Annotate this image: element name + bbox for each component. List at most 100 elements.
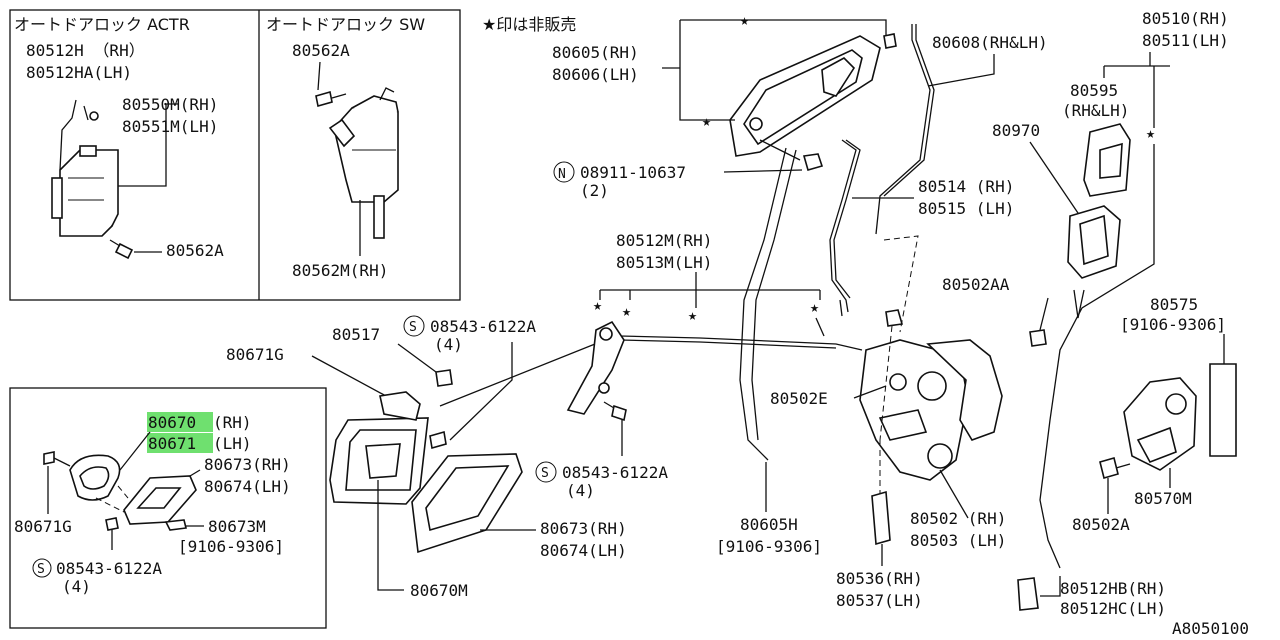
label-80970[interactable]: 80970 <box>992 121 1040 140</box>
s-circle-icon <box>32 558 52 578</box>
leader-80502aa <box>1039 297 1049 331</box>
label-80503[interactable]: 80503 (LH) <box>910 531 1006 550</box>
star-6: ★ <box>810 298 819 316</box>
label-80512m[interactable]: 80512M(RH) <box>616 231 712 250</box>
striker-icon <box>1123 377 1197 471</box>
screw-icon <box>1099 457 1131 479</box>
label-80674-inset[interactable]: 80674(LH) <box>204 477 291 496</box>
screw-icon <box>109 239 134 260</box>
label-80502aa[interactable]: 80502AA <box>942 275 1010 294</box>
label-80517[interactable]: 80517 <box>332 325 380 344</box>
label-80673-main[interactable]: 80673(RH) <box>540 519 627 538</box>
clip-80502e-icon <box>885 309 904 327</box>
actuator-part-icon <box>51 99 119 237</box>
label-80575[interactable]: 80575 <box>1150 295 1198 314</box>
leader-80671g <box>311 355 387 397</box>
label-80608[interactable]: 80608(RH&LH) <box>932 33 1048 52</box>
leader-nut-b <box>759 139 801 161</box>
label-80551m[interactable]: 80551M(LH) <box>122 117 218 136</box>
switch-part-icon <box>328 87 399 239</box>
label-80570m[interactable]: 80570M <box>1134 489 1192 508</box>
s-circle-icon <box>535 461 557 483</box>
label-screw-b[interactable]: 08543-6122A <box>562 463 668 482</box>
label-80605h[interactable]: 80605H <box>740 515 798 534</box>
label-80671g[interactable]: 80671G <box>226 345 284 364</box>
dash-handle <box>95 485 129 513</box>
s-circle-icon <box>403 315 425 337</box>
label-80673-inset[interactable]: 80673(RH) <box>204 455 291 474</box>
rod-80514 <box>829 139 857 313</box>
star-2: ★ <box>702 112 711 130</box>
label-80670-suffix: (RH) <box>213 413 252 432</box>
rod-inside <box>439 341 601 407</box>
label-80562m[interactable]: 80562M(RH) <box>292 261 388 280</box>
label-80671g-inset[interactable]: 80671G <box>14 517 72 536</box>
leader-handle <box>47 431 204 550</box>
label-80562a-actr[interactable]: 80562A <box>166 241 224 260</box>
inset-frame-handle <box>9 387 327 629</box>
leader-80502e <box>853 385 887 399</box>
label-80562a-sw[interactable]: 80562A <box>292 41 350 60</box>
label-80512ha[interactable]: 80512HA(LH) <box>26 63 132 82</box>
label-qty-inset: (4) <box>62 577 91 596</box>
leader-80512m <box>599 272 821 308</box>
label-80537[interactable]: 80537(LH) <box>836 591 923 610</box>
cable-ends <box>815 299 843 337</box>
label-80670-highlight[interactable]: 80670 <box>148 413 196 432</box>
label-80536[interactable]: 80536(RH) <box>836 569 923 588</box>
leader-80510 <box>1103 52 1170 128</box>
rod-80510-end <box>1073 289 1085 319</box>
label-80605[interactable]: 80605(RH) <box>552 43 639 62</box>
label-80512h[interactable]: 80512H （RH） <box>26 41 145 60</box>
label-80671-highlight[interactable]: 80671 <box>148 434 196 453</box>
label-80511[interactable]: 80511(LH) <box>1142 31 1229 50</box>
screw-icon <box>429 430 447 450</box>
label-80502[interactable]: 80502 (RH) <box>910 509 1006 528</box>
bellcrank-icon <box>566 320 625 415</box>
star-4: ★ <box>622 302 631 320</box>
label-80513m[interactable]: 80513M(LH) <box>616 253 712 272</box>
n-circle-icon <box>553 161 575 183</box>
inset-handle: 80670 (RH) 80671 (LH) 80673(RH) 80674(LH… <box>14 412 291 596</box>
screw-icon <box>315 90 347 108</box>
label-screw-a-qty: (4) <box>434 335 463 354</box>
label-80512hc[interactable]: 80512HC(LH) <box>1060 599 1166 618</box>
label-80670m[interactable]: 80670M <box>410 581 468 600</box>
leader-80670m <box>377 480 404 591</box>
label-80595[interactable]: 80595 <box>1070 81 1118 100</box>
leader-sw <box>317 61 361 256</box>
label-nut[interactable]: 08911-10637 <box>580 163 686 182</box>
label-screw-a[interactable]: 08543-6122A <box>430 317 536 336</box>
label-80514[interactable]: 80514 (RH) <box>918 177 1014 196</box>
leader-80605 <box>662 19 887 121</box>
outside-handle-icon <box>729 33 897 157</box>
label-80515[interactable]: 80515 (LH) <box>918 199 1014 218</box>
inset-frame-top <box>9 9 461 301</box>
label-screw-inset[interactable]: 08543-6122A <box>56 559 162 578</box>
label-80606[interactable]: 80606(LH) <box>552 65 639 84</box>
s-glyph: S <box>541 466 549 481</box>
leader-80970 <box>1029 141 1081 217</box>
label-80671-suffix: (LH) <box>213 434 252 453</box>
label-80512hb[interactable]: 80512HB(RH) <box>1060 579 1166 598</box>
inside-handle-main-icon <box>329 391 429 505</box>
clip-icon <box>43 451 187 531</box>
diagram-code: A8050100 <box>1172 619 1249 638</box>
inset-sw-title: オートドアロック SW <box>266 15 425 34</box>
leader-actr <box>83 103 178 187</box>
n-glyph: N <box>558 167 566 182</box>
pad-80575-icon <box>1209 363 1237 457</box>
label-80502e[interactable]: 80502E <box>770 389 828 408</box>
label-80673m[interactable]: 80673M <box>208 517 266 536</box>
label-80502a[interactable]: 80502A <box>1072 515 1130 534</box>
label-80510[interactable]: 80510(RH) <box>1142 9 1229 28</box>
star-5: ★ <box>688 306 697 324</box>
rod-80510 <box>1039 144 1155 569</box>
nut-icon <box>802 153 824 171</box>
label-nut-qty: (2) <box>580 181 609 200</box>
leader-80512hb <box>1040 576 1061 597</box>
label-80674-main[interactable]: 80674(LH) <box>540 541 627 560</box>
label-date-inset: [9106-9306] <box>178 537 284 556</box>
label-80595b: (RH&LH) <box>1062 101 1129 120</box>
